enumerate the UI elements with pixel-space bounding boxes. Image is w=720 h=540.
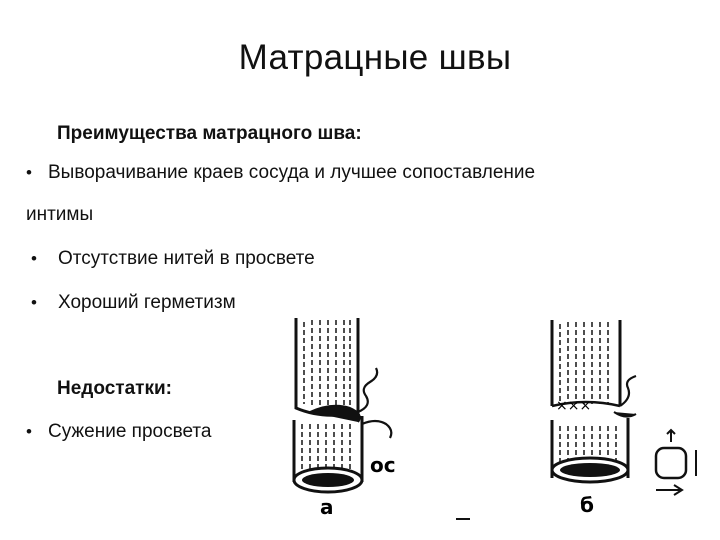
- vessel-illustration-b: ××× б: [550, 320, 697, 517]
- slide-title: Матрацные швы: [238, 38, 512, 77]
- suture-marks: ×××: [556, 398, 591, 414]
- advantage-item-1: Выворачивание краев сосуда и лучшее сопо…: [48, 162, 536, 183]
- advantage-item-1-continuation: интимы: [26, 204, 94, 225]
- advantage-item-2: Отсутствие нитей в просвете: [58, 248, 315, 269]
- advantage-item-3: Хороший герметизм: [58, 292, 236, 313]
- disadvantages-heading: Недостатки:: [57, 378, 172, 399]
- advantages-heading: Преимущества матрацного шва:: [57, 123, 362, 144]
- bullet-icon: •: [31, 249, 37, 268]
- bullet-icon: •: [26, 163, 32, 182]
- vessel-illustration-a: ос а: [292, 318, 396, 519]
- bullet-icon: •: [31, 293, 37, 312]
- label-b: б: [580, 493, 594, 517]
- alpha-label: ос: [370, 453, 396, 477]
- bullet-icon: •: [26, 422, 32, 441]
- disadvantage-item-1: Сужение просвета: [48, 421, 212, 442]
- divider-mark: [456, 518, 470, 520]
- label-a: а: [320, 495, 334, 519]
